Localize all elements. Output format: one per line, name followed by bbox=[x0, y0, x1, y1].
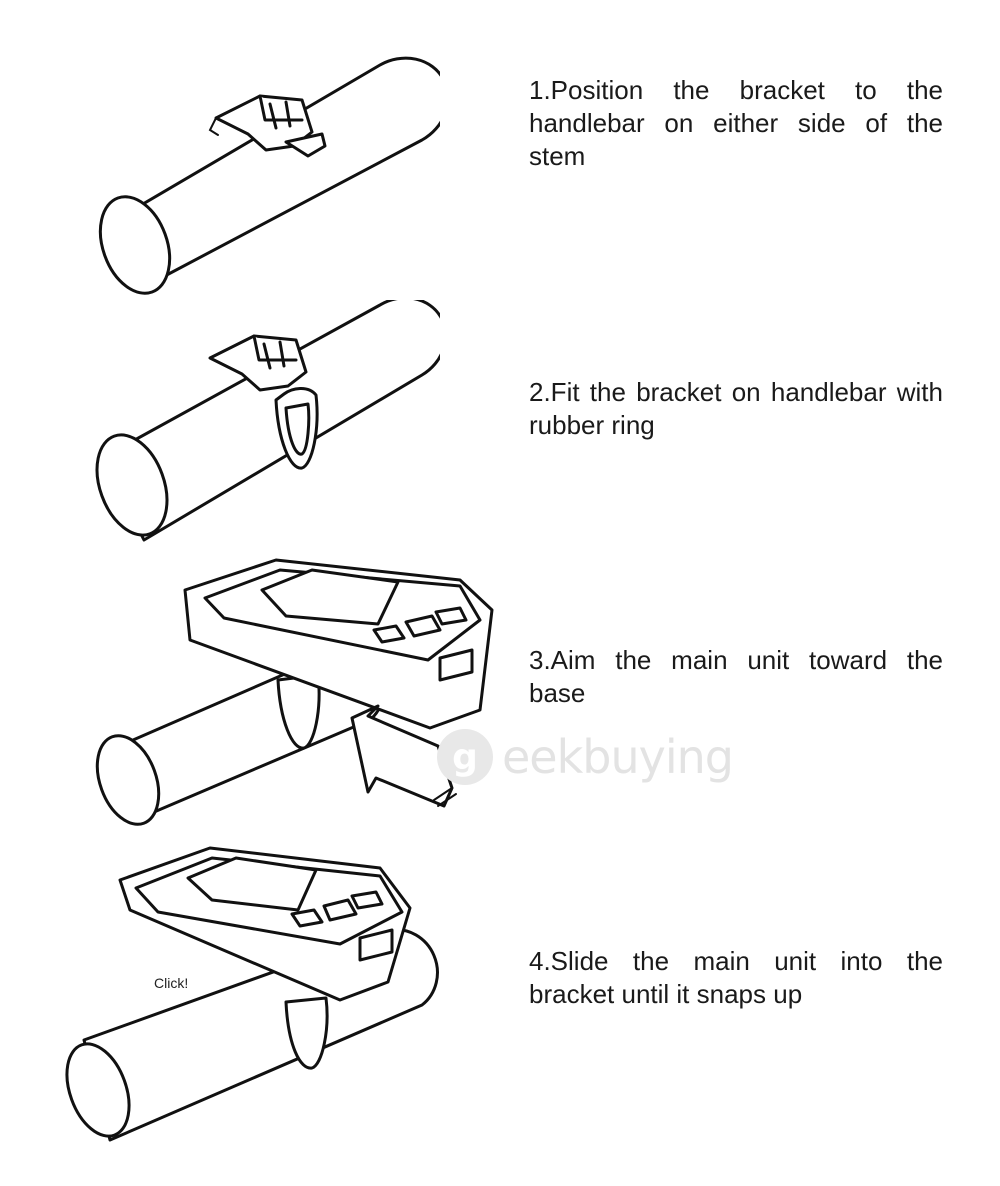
step-2-text: 2.Fit the bracket on handlebar with rubb… bbox=[529, 377, 943, 440]
watermark-logo-icon: g bbox=[437, 729, 493, 785]
step-4-text: 4.Slide the main unit into the bracket u… bbox=[529, 946, 943, 1009]
rubber-ring-illustration bbox=[95, 300, 440, 542]
watermark: g eekbuying bbox=[430, 722, 734, 792]
unit-snapped-illustration bbox=[65, 846, 439, 1142]
svg-text:g: g bbox=[452, 737, 478, 778]
step-3: 3.Aim the main unit toward the base bbox=[0, 550, 1000, 840]
handlebar-bracket-illustration bbox=[98, 56, 440, 295]
unit-aimed-at-base-illustration bbox=[95, 558, 494, 826]
step-1: 1.Position the bracket to the handlebar … bbox=[0, 0, 1000, 300]
step-3-text: 3.Aim the main unit toward the base bbox=[529, 645, 943, 708]
step-4: Click! 4.Slide the main unit into the br… bbox=[0, 840, 1000, 1186]
step-2: 2.Fit the bracket on handlebar with rubb… bbox=[0, 300, 1000, 550]
click-annotation: Click! bbox=[154, 975, 189, 991]
step-1-text: 1.Position the bracket to the handlebar … bbox=[529, 75, 943, 171]
watermark-text: eekbuying bbox=[502, 730, 734, 784]
